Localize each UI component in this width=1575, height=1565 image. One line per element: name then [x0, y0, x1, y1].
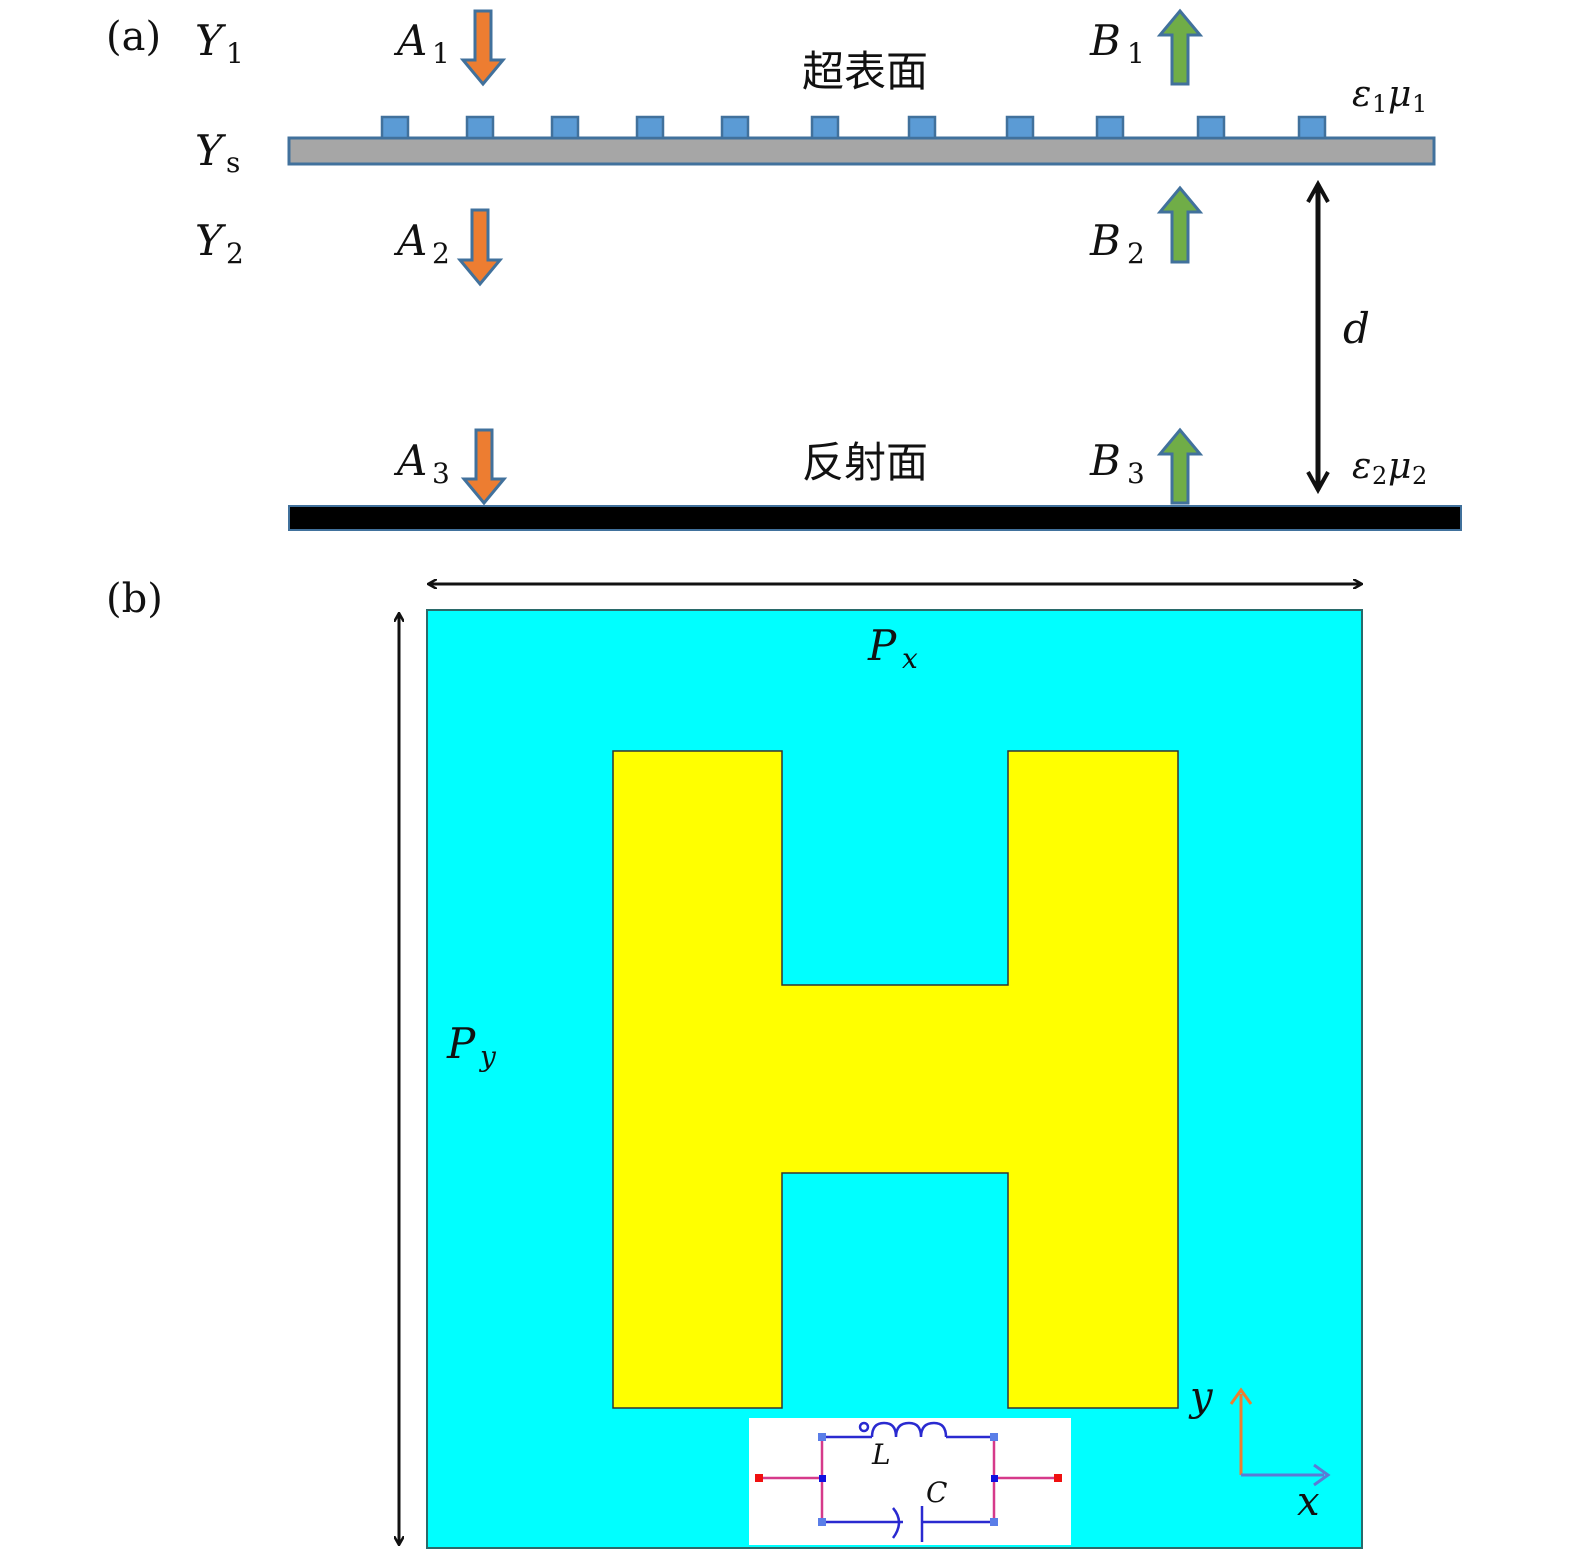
- y1-label: Y: [195, 16, 227, 65]
- unit-cell: [810, 115, 840, 140]
- unit-cell: [1005, 115, 1035, 140]
- mu2: μ: [1388, 446, 1411, 487]
- medium1-label: ε 1 μ 1: [1352, 74, 1427, 118]
- a3-sub: 3: [432, 457, 450, 490]
- x-axis-label: x: [1297, 1479, 1320, 1525]
- unit-cell: [635, 115, 665, 140]
- mu1: μ: [1388, 74, 1411, 115]
- unit-cell: [1196, 115, 1226, 140]
- epsilon2: ε: [1352, 446, 1371, 487]
- inductor-label: L: [871, 1438, 891, 1471]
- mu1-sub: 1: [1412, 90, 1427, 118]
- unit-cell: [465, 115, 495, 140]
- a3-label: A: [393, 436, 427, 485]
- b3-sub: 3: [1127, 457, 1145, 490]
- a1-label: A: [393, 16, 427, 65]
- a1-sub: 1: [432, 37, 450, 70]
- a2-arrow: [456, 208, 504, 287]
- coordinate-axes: y x: [1188, 1374, 1331, 1525]
- medium2-label: ε 2 μ 2: [1352, 446, 1427, 490]
- px-label: P: [867, 621, 897, 670]
- lc-circuit-inset: L C: [749, 1418, 1071, 1545]
- y2-sub: 2: [226, 237, 244, 270]
- epsilon1: ε: [1352, 74, 1371, 115]
- unit-cell: [1297, 115, 1327, 140]
- b2-label: B: [1089, 216, 1121, 265]
- unit-cell: [380, 115, 410, 140]
- ys-sub: s: [226, 146, 240, 179]
- inductor-symbol: [822, 1421, 994, 1439]
- px-sub: x: [902, 642, 918, 675]
- unit-cell: [907, 115, 937, 140]
- py-label: P: [446, 1019, 476, 1068]
- y-axis-label: y: [1188, 1374, 1214, 1420]
- distance-label: d: [1343, 304, 1370, 353]
- reflector-label: 反射面: [802, 438, 928, 487]
- a3-arrow: [460, 428, 508, 506]
- wave-arrows: [456, 8, 1204, 506]
- panel-b-label: (b): [106, 576, 163, 622]
- unit-cells: [380, 115, 1327, 140]
- b1-label: B: [1089, 16, 1121, 65]
- capacitor-label: C: [926, 1476, 947, 1509]
- mu2-sub: 2: [1412, 462, 1427, 490]
- a2-label: A: [393, 216, 427, 265]
- a2-sub: 2: [432, 237, 450, 270]
- unit-cell: [1095, 115, 1125, 140]
- b1-sub: 1: [1127, 37, 1145, 70]
- unit-cell: [550, 115, 580, 140]
- py-sub: y: [478, 1040, 497, 1073]
- panel-b: (b) P x P y y x: [106, 576, 1363, 1549]
- b2-sub: 2: [1127, 237, 1145, 270]
- y1-sub: 1: [226, 37, 244, 70]
- reflector-plane: [288, 505, 1462, 531]
- b2-arrow: [1156, 185, 1204, 264]
- b1-arrow: [1156, 8, 1204, 86]
- unit-cell: [720, 115, 750, 140]
- metasurface-bar: [287, 136, 1436, 166]
- a1-arrow: [459, 9, 507, 87]
- b3-label: B: [1089, 436, 1121, 485]
- epsilon1-sub: 1: [1372, 90, 1387, 118]
- y2-label: Y: [195, 216, 227, 265]
- panel-a-label: (a): [106, 14, 161, 60]
- ys-label: Y: [195, 126, 227, 175]
- metasurface-label: 超表面: [802, 47, 928, 96]
- panel-a: (a) Y 1 Y s Y 2 A 1 A 2 A 3 B 1 B 2 B 3 …: [106, 8, 1462, 531]
- b3-arrow: [1156, 427, 1204, 505]
- h-shaped-patch: [612, 750, 1179, 1409]
- capacitor-symbol: [822, 1506, 994, 1542]
- epsilon2-sub: 2: [1372, 462, 1387, 490]
